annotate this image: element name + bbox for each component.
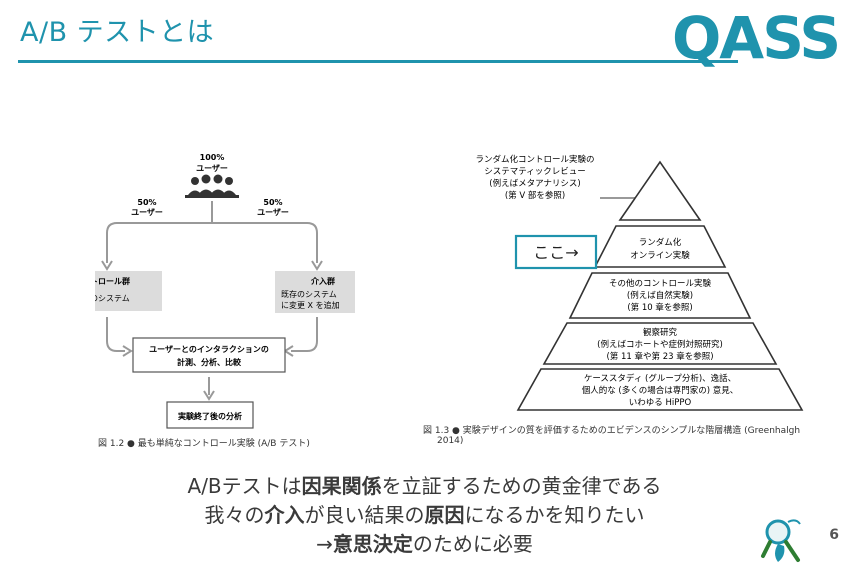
top-note-4: (第 V 部を参照) — [505, 190, 565, 201]
body-line-2-bold-1: 介入 — [264, 503, 305, 527]
users-icon — [185, 174, 239, 198]
arrowhead-left — [101, 260, 113, 271]
page-number: 6 — [829, 527, 839, 543]
split-arrow-right — [212, 222, 318, 263]
body-line-2: 我々の介入が良い結果の原因になるかを知りたい — [0, 499, 849, 528]
top-users-label: ユーザー — [196, 164, 228, 173]
pyramid-level-2 — [593, 225, 727, 268]
treatment-body-1: 既存のシステム — [281, 289, 337, 299]
body-line-1: A/Bテストは因果関係を立証するための黄金律である — [0, 470, 849, 499]
pyramid-level-5 — [516, 368, 804, 411]
level5-line-2: 個人的な (多くの場合は専門家の) 意見、 — [582, 385, 739, 396]
level5-line-3: いわゆる HiPPO — [629, 398, 692, 408]
analysis-label: 実験終了後の分析 — [178, 411, 242, 421]
level2-line-2: オンライン実験 — [630, 250, 690, 261]
ab-test-diagram: 100% ユーザー 50% ユーザー 50% ユーザー コントロール群 既存のシ… — [95, 153, 355, 429]
merge-arrow-left — [106, 317, 125, 352]
body-line-1-c: を立証するための黄金律である — [381, 474, 662, 498]
body-line-3: →意思決定のために必要 — [0, 528, 849, 557]
body-line-2-e: になるかを知りたい — [464, 503, 645, 527]
level3-line-1: その他のコントロール実験 — [609, 278, 712, 289]
level4-line-3: (第 11 章や第 23 章を参照) — [606, 351, 713, 362]
level2-line-1: ランダム化 — [639, 237, 682, 248]
interaction-line-2: 計測、分析、比較 — [177, 357, 242, 367]
top-note-1: ランダム化コントロール実験の — [475, 154, 594, 165]
pyramid-level-4 — [542, 322, 778, 365]
right-figure-caption-1: 図 1.3 ● 実験デザインの質を評価するためのエビデンスのシンプルな階層構造 … — [423, 426, 801, 436]
title-underline — [18, 60, 738, 63]
body-line-2-a: 我々の — [204, 503, 265, 527]
top-note-3: (例えばメタアナリシス) — [489, 178, 580, 189]
body-line-3-a: → — [316, 532, 333, 556]
treatment-group-box — [275, 271, 355, 313]
body-line-1-bold: 因果関係 — [301, 474, 382, 498]
top-note-2: システマティックレビュー — [484, 167, 586, 177]
treatment-body-2: に変更 X を追加 — [281, 300, 340, 310]
analysis-box — [166, 401, 254, 429]
split-arrow-left — [106, 201, 213, 263]
interaction-box — [132, 337, 286, 373]
qass-logo: QASS — [672, 4, 841, 72]
right-figure-caption-2: 2014) — [437, 436, 464, 446]
pyramid-level-3 — [568, 272, 752, 319]
pyramid-level-1 — [618, 160, 702, 221]
control-group-box — [95, 271, 162, 311]
down-arrowhead — [203, 390, 215, 401]
slide-title: A/B テストとは — [20, 17, 215, 48]
merge-arrow-right — [291, 317, 318, 352]
here-callout-box — [514, 234, 598, 270]
right-pct-label: 50% — [263, 198, 282, 207]
here-callout-label: ここ→ — [533, 243, 578, 262]
control-group-body: 既存のシステム — [95, 293, 130, 303]
level3-line-2: (例えば自然実験) — [627, 290, 693, 301]
body-line-2-bold-2: 原因 — [424, 503, 465, 527]
mascot-icon — [761, 519, 801, 562]
body-line-3-bold: 意思決定 — [332, 532, 413, 556]
interaction-line-1: ユーザーとのインタラクションの — [149, 344, 269, 354]
merge-arrowhead-left — [122, 345, 133, 357]
left-figure-caption: 図 1.2 ● 最も単純なコントロール実験 (A/B テスト) — [98, 439, 310, 449]
arrowhead-right — [311, 260, 323, 271]
evidence-pyramid: ランダム化コントロール実験の システマティックレビュー (例えばメタアナリシス)… — [475, 154, 804, 411]
left-users-label: ユーザー — [131, 208, 163, 217]
left-pct-label: 50% — [137, 198, 156, 207]
body-line-2-c: が良い結果の — [304, 503, 425, 527]
level4-line-1: 観察研究 — [643, 327, 678, 338]
top-pct-label: 100% — [200, 153, 225, 162]
logo-text: QASS — [672, 4, 839, 72]
body-line-1-a: A/Bテストは — [187, 474, 302, 498]
body-line-3-c: のために必要 — [412, 532, 533, 556]
right-users-label: ユーザー — [257, 208, 289, 217]
level5-line-1: ケーススタディ (グループ分析)、逸話、 — [584, 373, 736, 384]
control-group-title: コントロール群 — [95, 276, 130, 286]
level4-line-2: (例えばコホートや症例対照研究) — [597, 339, 723, 350]
level3-line-3: (第 10 章を参照) — [627, 302, 692, 313]
treatment-group-title: 介入群 — [310, 276, 335, 286]
